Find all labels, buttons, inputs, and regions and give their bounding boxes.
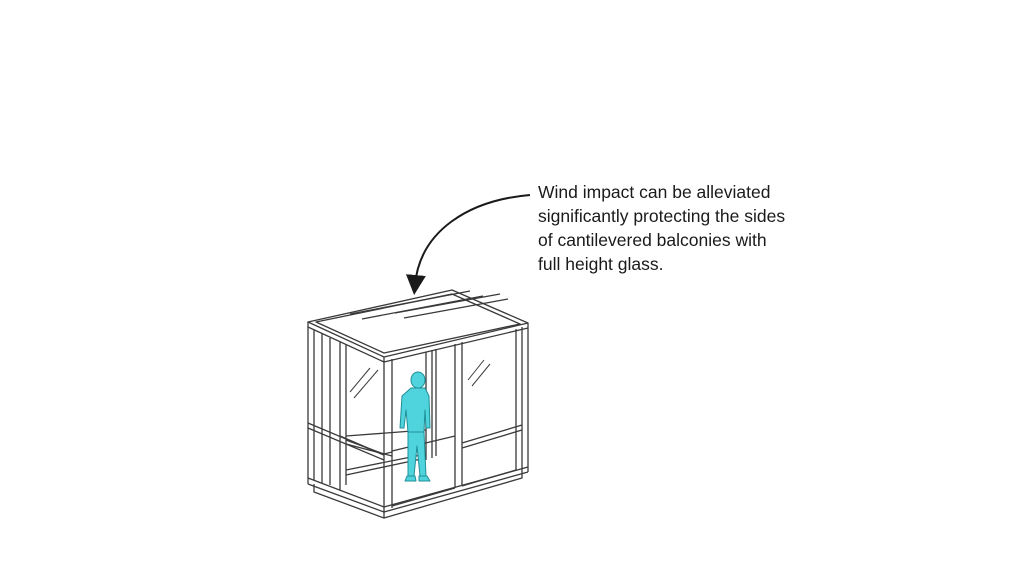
annotation-line: full height glass. <box>538 254 664 274</box>
right-corner-posts <box>515 327 529 472</box>
annotation-text: Wind impact can be alleviated significan… <box>538 180 828 276</box>
floor-slab <box>307 453 529 519</box>
left-posts <box>307 327 347 490</box>
front-corner-post <box>383 359 393 512</box>
front-mid-posts <box>454 342 463 488</box>
glass-reflections <box>349 359 491 399</box>
annotation-arrow <box>405 194 531 295</box>
annotation-line: of cantilevered balconies with <box>538 230 767 250</box>
annotation-line: Wind impact can be alleviated <box>538 182 771 202</box>
roof-slab <box>307 289 529 363</box>
annotation-line: significantly protecting the sides <box>538 206 786 226</box>
person-figure <box>399 371 431 482</box>
